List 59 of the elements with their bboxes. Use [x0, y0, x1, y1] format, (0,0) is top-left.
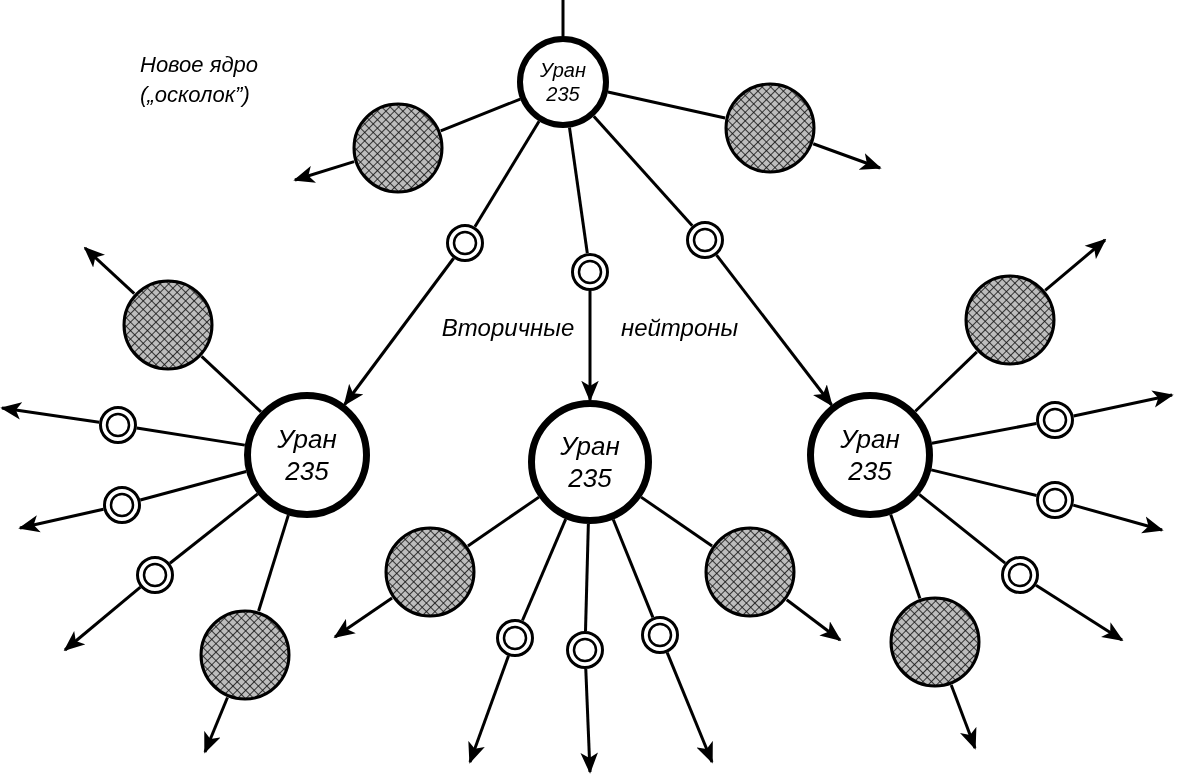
nucleus-label: Уран 235: [539, 58, 587, 106]
arrow: [333, 596, 393, 639]
arrow: [949, 684, 977, 750]
connector-line: [473, 120, 541, 228]
nucleus-label: Уран 235: [276, 423, 338, 487]
connector-line: [467, 495, 540, 548]
fragment-nucleus-circle: [964, 274, 1056, 366]
arrow: [1073, 390, 1174, 418]
neutron-circle: [136, 556, 174, 594]
connector-line: [918, 493, 1007, 565]
arrow: [785, 598, 842, 642]
fragment-nucleus-circle: [889, 596, 981, 688]
fragment-nucleus-circle: [122, 279, 214, 371]
arrow: [18, 507, 104, 533]
arrow: [63, 586, 142, 652]
connector-line: [561, 0, 565, 36]
caption-text: Вторичные нейтроны: [440, 313, 740, 343]
neutron-circle: [566, 631, 604, 669]
neutron-circle: [1001, 556, 1039, 594]
arrow: [580, 668, 598, 774]
arrow: [1044, 238, 1107, 292]
neutron-circle: [1036, 401, 1074, 439]
arrow: [1072, 503, 1164, 534]
caption-text: Новое ядро („осколок”): [140, 51, 260, 109]
arrow: [665, 652, 714, 764]
arrow: [1035, 583, 1124, 642]
fragment-nucleus-circle: [352, 102, 444, 194]
connector-line: [592, 115, 694, 227]
fragment-nucleus-circle: [704, 526, 796, 618]
arrow: [715, 254, 833, 407]
arrow: [343, 257, 455, 406]
neutron-circle: [571, 253, 609, 291]
arrow: [0, 402, 100, 424]
connector-line: [640, 495, 713, 548]
neutron-circle: [641, 616, 679, 654]
nucleus-label: Уран 235: [839, 423, 901, 487]
connector-line: [914, 350, 978, 413]
fragment-nucleus-circle: [384, 526, 476, 618]
arrow: [293, 160, 355, 183]
neutron-circle: [1036, 481, 1074, 519]
arrow: [83, 246, 136, 295]
connector-line: [931, 422, 1037, 445]
arrow: [468, 655, 510, 764]
neutron-circle: [99, 406, 137, 444]
arrow: [812, 142, 882, 170]
fragment-nucleus-circle: [199, 609, 291, 701]
connector-line: [136, 426, 245, 447]
neutron-circle: [446, 224, 484, 262]
arrow: [203, 696, 229, 754]
nucleus-label: Уран 235: [559, 430, 621, 494]
connector-line: [584, 523, 590, 632]
connector-line: [169, 492, 259, 565]
neutron-circle: [686, 221, 724, 259]
arrow: [581, 291, 599, 402]
neutron-circle: [103, 486, 141, 524]
connector-line: [200, 355, 262, 414]
neutron-circle: [496, 619, 534, 657]
connector-line: [568, 127, 589, 254]
fragment-nucleus-circle: [724, 82, 816, 174]
